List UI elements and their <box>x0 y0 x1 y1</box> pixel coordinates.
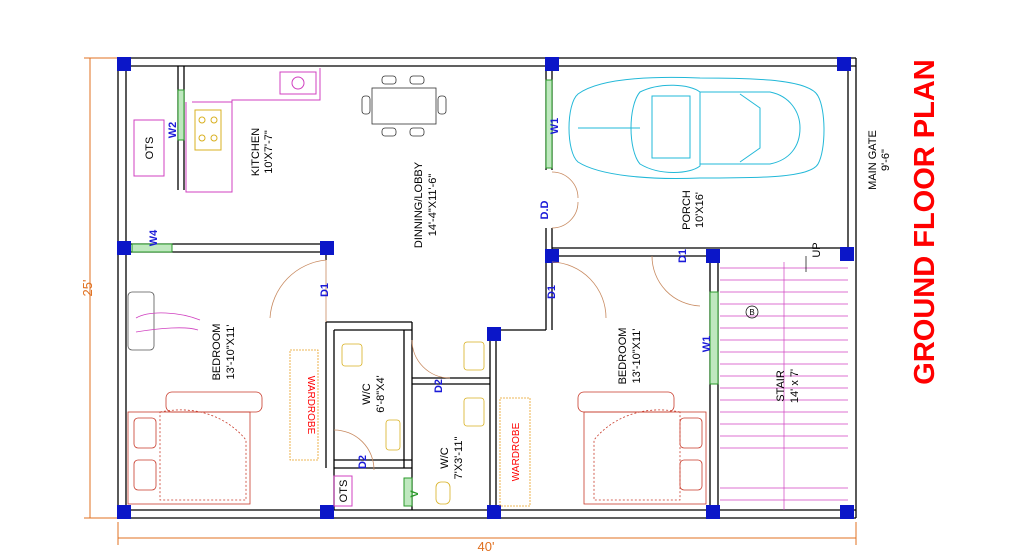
main-gate-size: 9'-6" <box>880 149 892 171</box>
door-d1-left-label: D1 <box>319 283 331 297</box>
room-labels: KITCHEN 10'X7'-7" DINNING/LOBBY 14'-4"X1… <box>211 128 892 480</box>
column <box>117 57 131 71</box>
windows <box>131 79 719 507</box>
ventilator-label: V <box>409 490 421 498</box>
column <box>545 249 559 263</box>
column <box>545 57 559 71</box>
window-w1-porch <box>545 79 553 169</box>
door-dd-label: D.D <box>539 200 551 219</box>
stair-name: STAIR <box>775 370 787 402</box>
dining-table <box>361 75 447 137</box>
car-icon <box>568 76 825 179</box>
kitchen-size: 10'X7'-7" <box>263 130 275 174</box>
column <box>320 241 334 255</box>
main-gate-name: MAIN GATE <box>867 130 879 190</box>
doors <box>269 171 701 471</box>
wc-right-name: W/C <box>439 447 451 468</box>
dining-name: DINNING/LOBBY <box>413 161 425 248</box>
column <box>840 505 854 519</box>
window-w4 <box>131 243 173 253</box>
columns <box>117 57 854 519</box>
wc-right-size: 7'X3'-11" <box>453 437 465 480</box>
wardrobe-right-box <box>499 397 531 507</box>
column <box>706 249 720 263</box>
dining-size: 14'-4"X11'-6" <box>427 174 439 237</box>
wc-left-size: 6'-8"X4' <box>375 375 387 412</box>
fixture-labels: OTS OTS WARDROBE WARDROBE <box>144 137 522 503</box>
ots-box-top <box>133 119 165 177</box>
wardrobe-left-label: WARDROBE <box>305 376 316 435</box>
column <box>837 57 851 71</box>
wc-left-name: W/C <box>361 383 373 404</box>
dimension-depth-label: 25' <box>80 280 95 297</box>
column <box>117 505 131 519</box>
bedroom-left-name: BEDROOM <box>211 324 223 381</box>
stair-marker <box>745 305 759 319</box>
bedroom-right-size: 13'-10"X11' <box>631 329 643 384</box>
bedroom-right-name: BEDROOM <box>617 328 629 385</box>
window-w4-label: W4 <box>148 229 160 246</box>
bedroom-left-size: 13'-10"X11' <box>225 325 237 380</box>
bed-left <box>127 391 263 505</box>
wardrobe-right-label: WARDROBE <box>511 422 522 481</box>
window-w1-porch-label: W1 <box>549 118 561 135</box>
wardrobes <box>289 349 531 507</box>
wc-fixtures <box>341 341 485 505</box>
ots-top-label: OTS <box>144 137 156 160</box>
window-w1-bedroom <box>709 291 719 385</box>
ots-box-bottom <box>333 475 353 507</box>
porch-name: PORCH <box>681 190 693 230</box>
stair-direction: UP <box>811 242 823 257</box>
porch-size: 10'X16' <box>694 192 706 228</box>
ventilator <box>403 477 413 507</box>
column <box>487 505 501 519</box>
column <box>320 505 334 519</box>
opening-labels: W2 W1 W4 W1 D.D D1 D1 D1 D2 D2 V <box>148 118 713 498</box>
stair-size: 14' x 7' <box>789 369 801 403</box>
plan-title: GROUND FLOOR PLAN <box>909 59 941 384</box>
stair-marker-label: B <box>749 308 754 317</box>
armchair-icon <box>127 291 201 351</box>
door-d1-right-label: D1 <box>677 249 689 263</box>
ots-bottom-label: OTS <box>338 480 350 503</box>
kitchen-counter <box>185 68 321 193</box>
stair <box>720 256 848 510</box>
column <box>706 505 720 519</box>
column <box>840 247 854 261</box>
kitchen-name: KITCHEN <box>250 128 262 176</box>
door-d2-top-label: D2 <box>433 379 445 393</box>
wardrobe-left-box <box>289 349 319 461</box>
door-d1-mid-label: D1 <box>546 285 558 299</box>
walls <box>117 57 857 519</box>
door-d2-bottom-label: D2 <box>357 455 369 469</box>
column <box>487 327 501 341</box>
dimension-width-label: 40' <box>478 539 495 554</box>
dimension-lines <box>84 57 857 545</box>
column <box>117 241 131 255</box>
window-w2-label: W2 <box>167 122 179 139</box>
window-w1-bedroom-label: W1 <box>701 336 713 353</box>
window-w2 <box>177 89 185 141</box>
bed-right <box>577 391 707 505</box>
